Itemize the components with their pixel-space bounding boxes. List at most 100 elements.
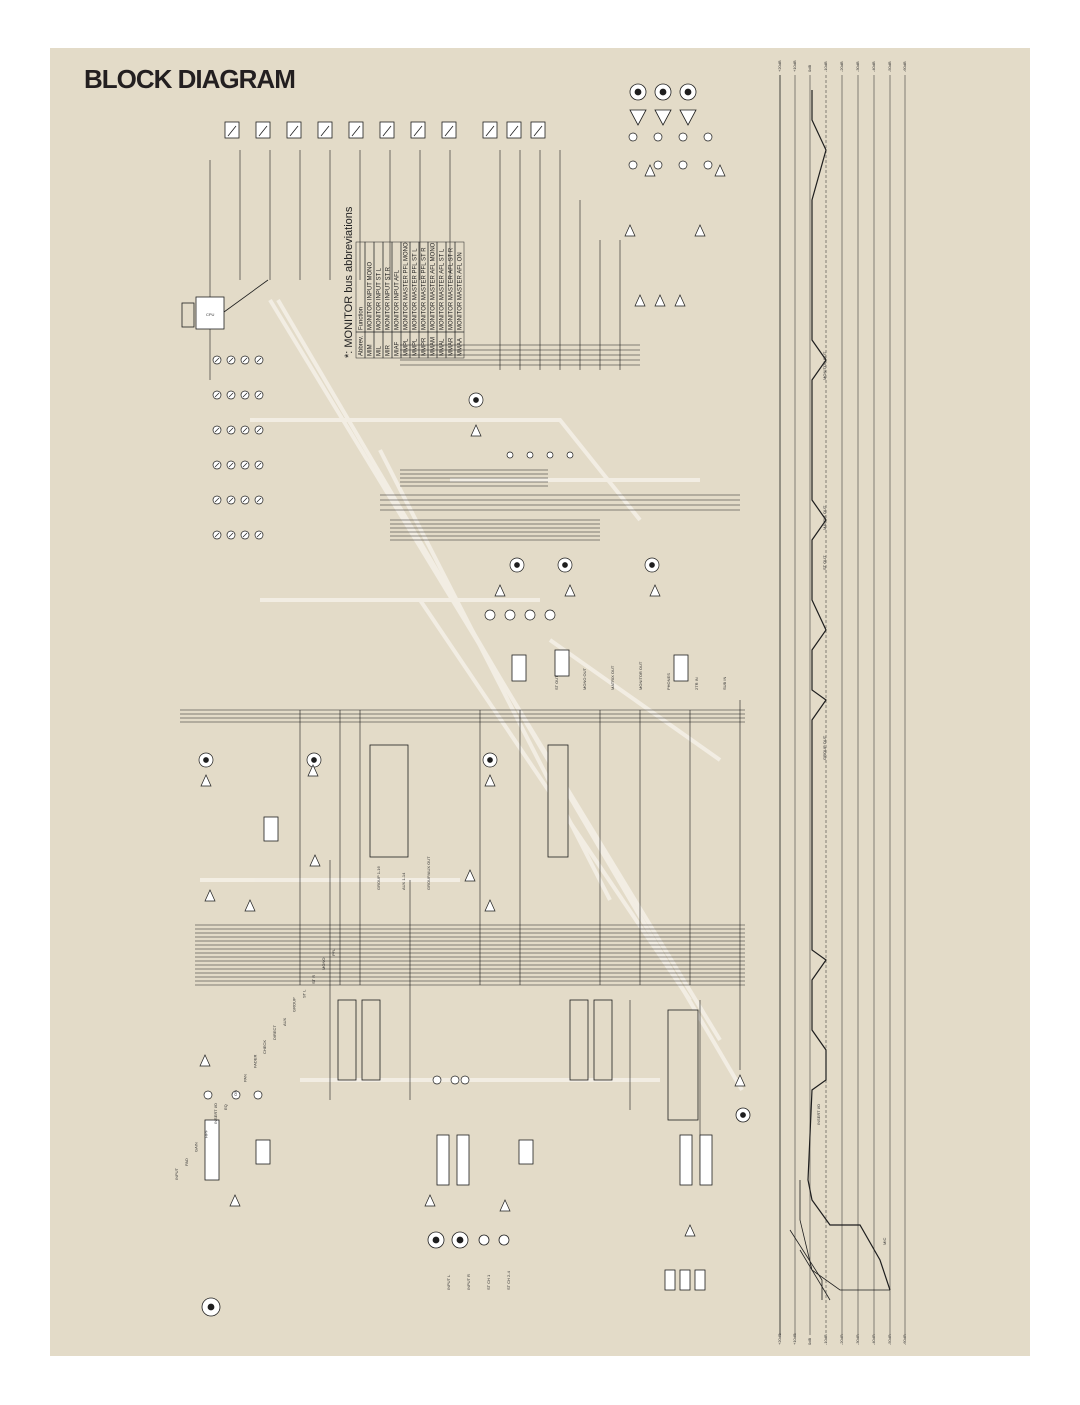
section-label: FADER [252, 1055, 257, 1068]
level-label: GROUP OUT [822, 735, 827, 760]
level-label: ST OUT [822, 555, 827, 570]
amplifier-triangle [649, 584, 661, 597]
input-knob [253, 1090, 263, 1100]
monitor-knob [628, 132, 638, 142]
section-label: PFL [331, 948, 336, 956]
section-label: EQ [223, 1104, 228, 1110]
amplifier-triangle [684, 1224, 696, 1237]
small-knob [526, 451, 534, 459]
amplifier-triangle [424, 1194, 436, 1207]
amplifier-triangle [464, 869, 476, 882]
main-mix-bus [180, 344, 745, 986]
xlr-pin [562, 562, 568, 568]
section-label: GROUP/AUX OUT [426, 856, 431, 890]
section-label: PAD [184, 1158, 189, 1166]
abbr-cell: MMPL [413, 338, 419, 356]
knob-pointer [214, 392, 220, 398]
panel-controls [198, 132, 713, 1100]
section-label: GROUP [292, 997, 297, 1012]
level-knob [484, 609, 496, 621]
section-label: 2TR IN [694, 677, 699, 690]
section-label: GROUP 1-16 [376, 866, 381, 890]
abbr-cell: MIR [386, 344, 392, 356]
section-label: MONO OUT [582, 667, 587, 690]
section-label: MONO [321, 958, 326, 970]
section-label: AUX [282, 1017, 287, 1026]
amplifier-triangle [694, 224, 706, 237]
knob-pointer [214, 497, 220, 503]
amplifier-triangle [714, 164, 726, 177]
scale-label: +20dB [777, 60, 782, 72]
knob-pointer [228, 462, 234, 468]
amplifier-triangle [244, 899, 256, 912]
amplifier-triangle [654, 294, 666, 307]
page-title: BLOCK DIAGRAM [84, 64, 296, 94]
knob-pointer [228, 357, 234, 363]
abbr-cell: MMAM [431, 337, 437, 356]
knob-pointer [214, 427, 220, 433]
monitor-knob [628, 160, 638, 170]
amplifier-triangle [484, 774, 496, 787]
function-cell: MONITOR MASTER AFL ON [458, 252, 464, 330]
amplifier-triangle [307, 764, 319, 777]
xlr-pin [311, 757, 317, 763]
abbr-cell: Abbrev. [359, 335, 365, 356]
amplifier-triangle [644, 164, 656, 177]
function-cell: MONITOR INPUT ST L [377, 267, 383, 330]
section-label: ST CH 1 [486, 1274, 491, 1290]
knob-pointer [256, 497, 262, 503]
abbr-cell: MIAF [395, 341, 401, 356]
monitor-knob [678, 132, 688, 142]
knob-pointer [228, 392, 234, 398]
xlr-pin [487, 757, 493, 763]
knob-pointer [242, 357, 248, 363]
amplifier-triangle [229, 1194, 241, 1207]
section-label: MATRIX OUT [610, 665, 615, 690]
level-label: INSERT I/O [816, 1104, 821, 1125]
function-cell: Function [359, 307, 365, 330]
scale-label: -20dB [839, 61, 844, 72]
xlr-pin [514, 562, 520, 568]
knob-pointer [256, 427, 262, 433]
monitor-knob [703, 160, 713, 170]
knob-pointer [242, 392, 248, 398]
input-knob [203, 1090, 213, 1100]
section-label: ST L [301, 989, 306, 998]
abbr-cell: MIL [377, 345, 383, 356]
scale-label: -50dB [887, 1334, 892, 1345]
function-cell: MONITOR MASTER PFL MONO [404, 242, 410, 330]
abbr-cell: MMAR [449, 337, 455, 356]
small-knob [546, 451, 554, 459]
input-connectors [201, 1107, 751, 1317]
section-label: HPF [203, 1129, 208, 1138]
monitor-knob [678, 160, 688, 170]
scale-label: 0dB [807, 65, 812, 72]
input-knob [231, 1090, 241, 1100]
amplifier-triangle [624, 224, 636, 237]
scale-label: 0dB [807, 1338, 812, 1345]
section-label: ST OUT [554, 675, 559, 690]
small-knob [566, 451, 574, 459]
function-cell: MONITOR INPUT ST R [386, 266, 392, 330]
section-label: GAIN [194, 1142, 199, 1152]
abbr-cell: MMPR [422, 337, 428, 356]
scale-label: -60dB [902, 1334, 907, 1345]
abbr-cell: MMAA [458, 338, 464, 356]
section-label: PHONES [666, 673, 671, 690]
function-cell: MONITOR INPUT MONO [368, 262, 374, 330]
level-label: MIC [882, 1238, 887, 1245]
function-cell: MONITOR MASTER AFL MONO [431, 242, 437, 330]
section-label: ON [233, 1090, 238, 1096]
knob-pointer [256, 392, 262, 398]
knob-pointer [256, 532, 262, 538]
scale-label: -20dB [839, 1334, 844, 1345]
section-label: INSERT I/O [213, 1103, 218, 1124]
abbr-cell: MMAL [440, 338, 446, 356]
knob-pointer [242, 427, 248, 433]
section-label: SUB IN [722, 677, 727, 690]
scale-label: -40dB [871, 61, 876, 72]
amplifier-triangle [484, 899, 496, 912]
